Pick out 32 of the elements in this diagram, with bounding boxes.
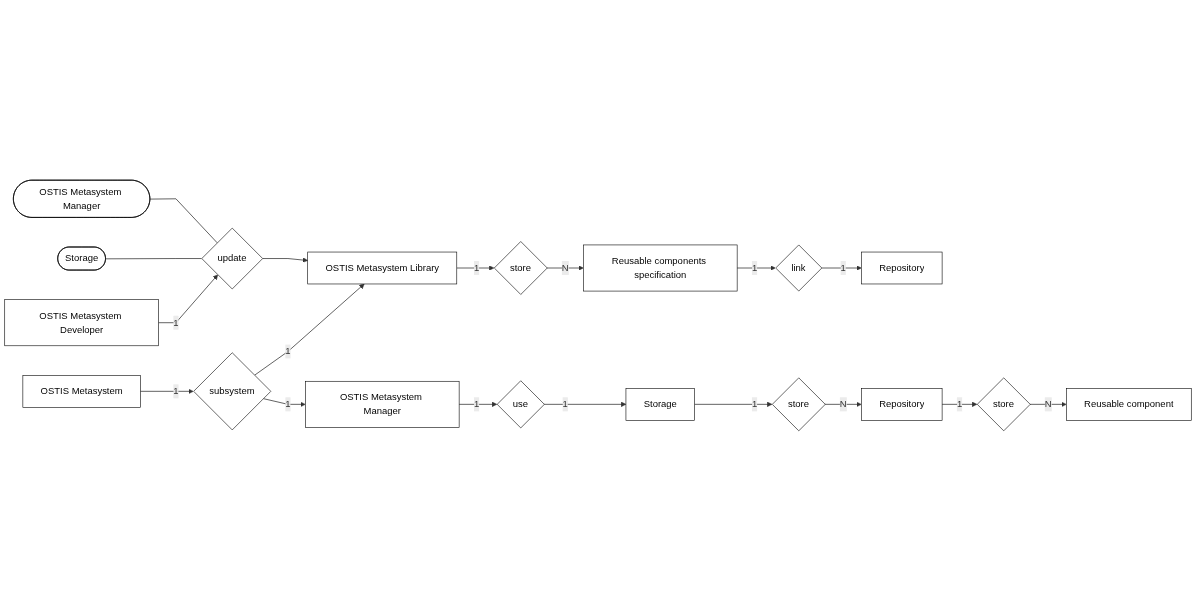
node-diamond: store — [493, 241, 548, 295]
node-box: OSTIS Metasystem — [22, 375, 141, 408]
connector — [149, 198, 218, 244]
node-diamond: subsystem — [193, 352, 272, 431]
node-box: OSTIS Metasystem Manager — [305, 380, 460, 428]
edge-label: 1 — [473, 399, 480, 410]
node-diamond: update — [201, 227, 263, 290]
node-diamond: use — [496, 380, 545, 429]
edge-label: 1 — [285, 346, 291, 357]
edge-label: 1 — [285, 399, 291, 410]
node-box: Repository — [861, 251, 943, 285]
node-box: Storage — [625, 388, 695, 421]
edge-label: 1 — [956, 399, 963, 410]
node-diamond: store — [772, 377, 826, 432]
edge-label: N — [1044, 399, 1052, 410]
connector — [105, 258, 202, 260]
node-diamond: store — [976, 377, 1031, 432]
edge-label: N — [561, 262, 569, 273]
node-diamond: link — [775, 244, 823, 292]
edge-label: 1 — [173, 386, 179, 397]
edge-label: 1 — [562, 399, 568, 410]
edge-label: 1 — [751, 262, 758, 273]
edge-label: 1 — [173, 317, 179, 328]
node-box: OSTIS Metasystem Library — [307, 251, 458, 285]
edge-label: 1 — [473, 262, 480, 273]
node-box: Reusable component — [1066, 388, 1192, 421]
node-box: OSTIS Metasystem Developer — [4, 299, 159, 347]
edge-label: 1 — [751, 399, 758, 410]
edge-label: N — [839, 399, 847, 410]
node-box: Reusable components specification — [583, 244, 738, 292]
edge-label: 1 — [840, 262, 846, 273]
node-box: Repository — [861, 388, 943, 421]
